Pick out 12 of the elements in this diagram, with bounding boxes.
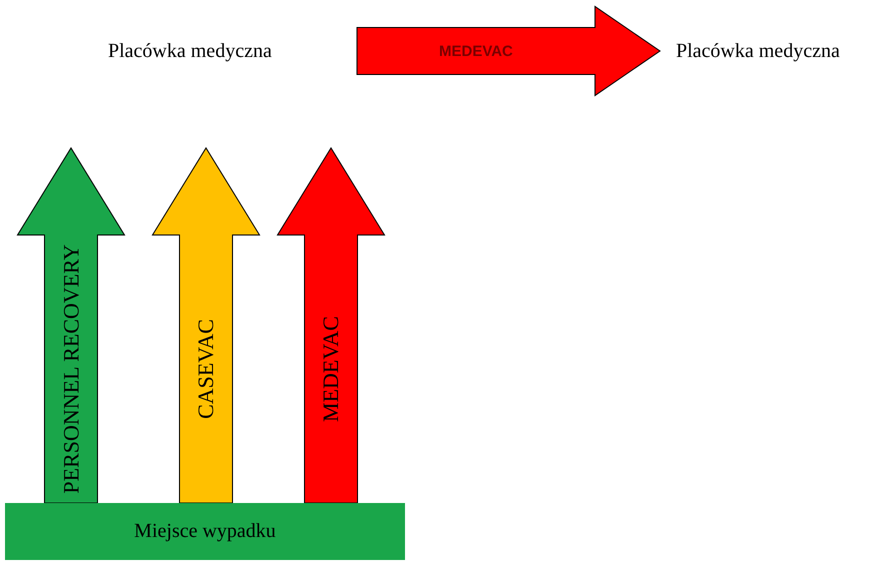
- block-arrow: [356, 6, 661, 96]
- bar-label: Miejsce wypadku: [134, 520, 276, 543]
- accident-site-bar: [5, 503, 405, 560]
- edge-label: MEDEVAC: [439, 42, 513, 60]
- edge-label: CASEVAC: [192, 319, 219, 419]
- block-arrow: [152, 147, 260, 504]
- edge-label: MEDEVAC: [318, 316, 344, 422]
- block-arrow: [276, 147, 386, 504]
- block-arrow: [16, 147, 126, 504]
- edge-label: PERSONNEL RECOVERY: [58, 244, 84, 494]
- place-label: Placówka medyczna: [108, 40, 272, 62]
- place-label: Placówka medyczna: [676, 40, 840, 62]
